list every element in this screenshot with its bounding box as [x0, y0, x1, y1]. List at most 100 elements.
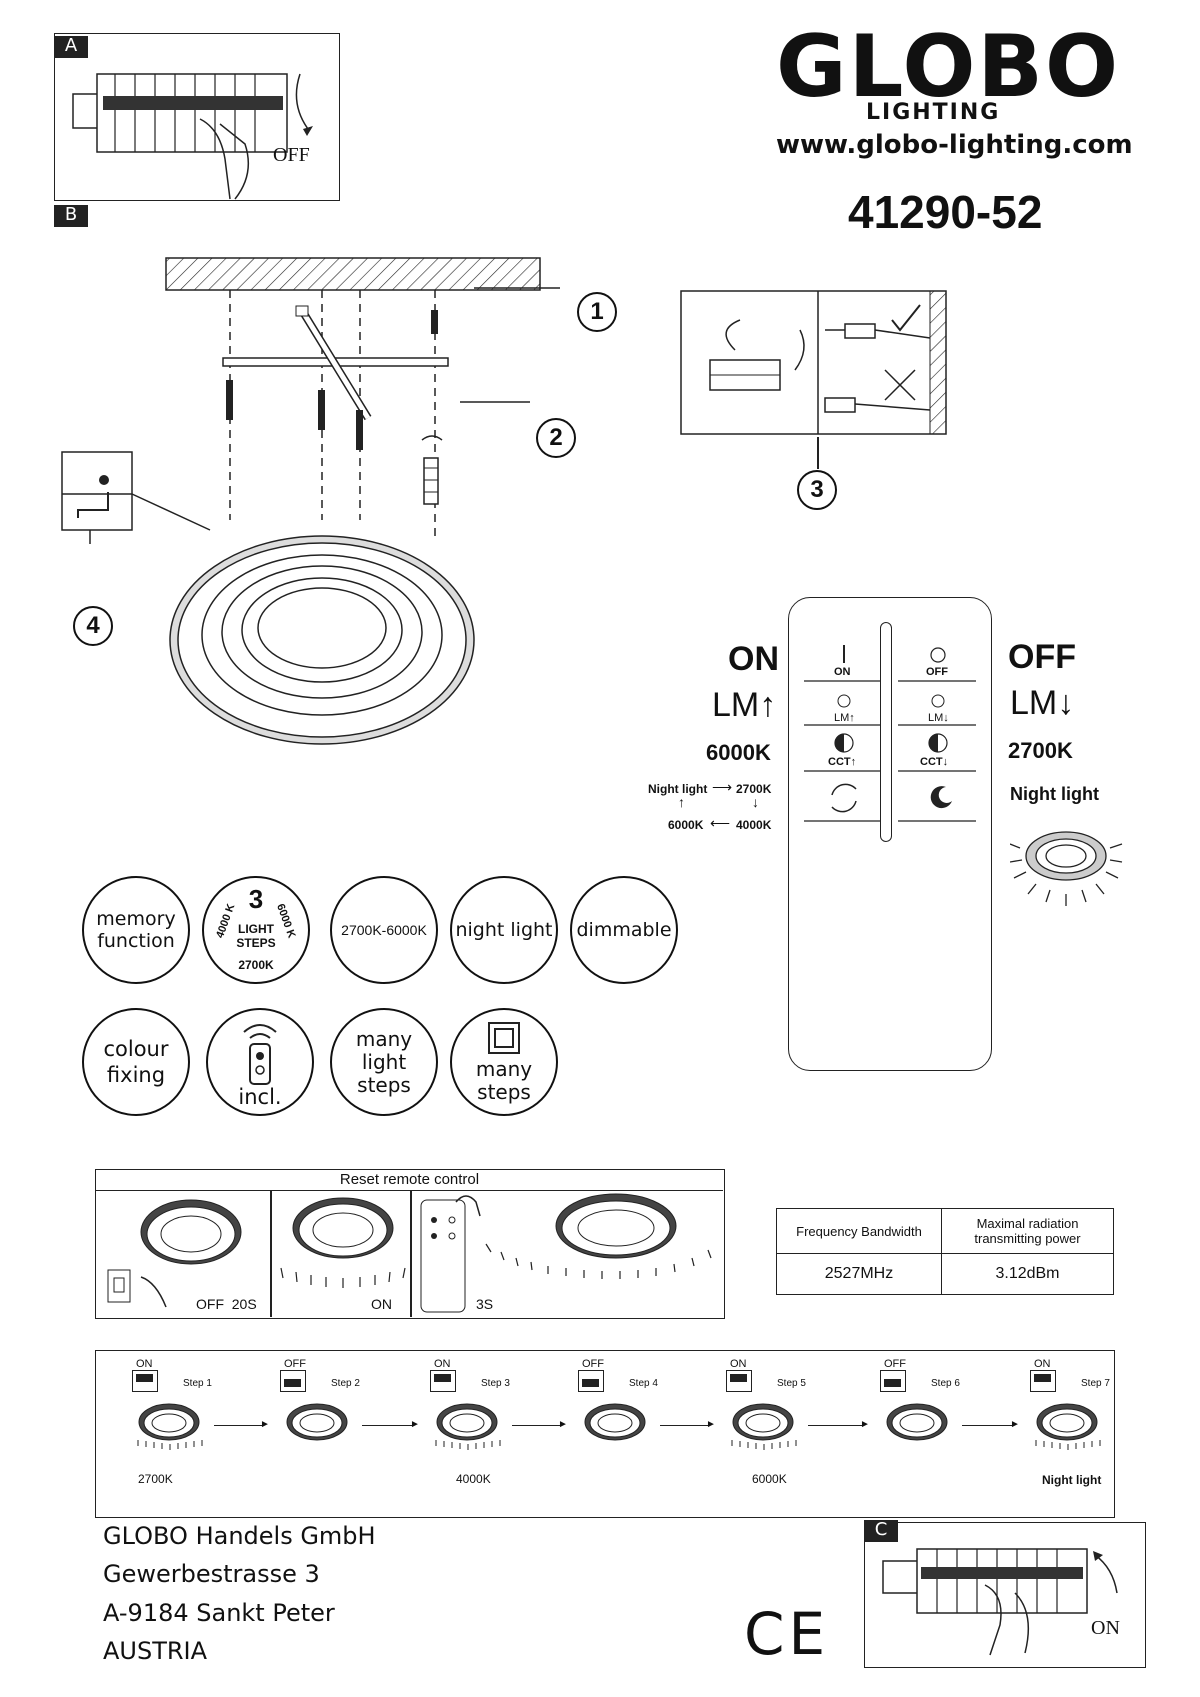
cycle-arrow-2: ↓ [752, 794, 759, 810]
seq-k-step5: 6000K [752, 1472, 787, 1486]
remote-on-label: ON [728, 640, 779, 678]
seq-arrow [214, 1425, 264, 1426]
breaker-on-illustration [882, 1548, 1118, 1656]
remote-lm-up-label: LM↑ [712, 686, 777, 724]
lamp-icon [886, 1403, 948, 1441]
feature-many-steps: many steps [450, 1008, 558, 1116]
feature-colour-fixing: colour fixing [82, 1008, 190, 1116]
installation-diagram [61, 257, 560, 745]
seq-step-label: Step 3 [481, 1378, 510, 1389]
cycle-2700k: 2700K [736, 782, 772, 796]
panel-c: ON [864, 1522, 1146, 1668]
night-light-lamp-icon [1010, 831, 1123, 906]
seq-arrow [808, 1425, 864, 1426]
seq-step-label: Step 5 [777, 1378, 806, 1389]
remote-btn-cct-down-label[interactable]: CCT↓ [920, 756, 949, 768]
feature-many-steps-label: many steps [475, 1057, 533, 1104]
remote-off-label: OFF [1008, 638, 1076, 676]
remote-control [788, 597, 992, 1071]
lamp-icon [137, 1403, 203, 1450]
wiring-detail [680, 290, 947, 435]
feature-cct-range: 2700K-6000K [330, 876, 438, 984]
panel-c-on-label: ON [1091, 1617, 1120, 1639]
step-number-2: 2 [536, 418, 576, 458]
seq-k-step1: 2700K [138, 1472, 173, 1486]
remote-btn-on-label[interactable]: ON [834, 666, 851, 678]
lamp-icon [1035, 1403, 1101, 1450]
seq-step-label: Step 7 [1081, 1378, 1110, 1389]
seq-step-label: Step 1 [183, 1378, 212, 1389]
panel-b-tag: B [54, 205, 88, 227]
reset-on: ON [371, 1296, 392, 1312]
switch-icon [726, 1370, 752, 1392]
remote-btn-lm-up-label[interactable]: LM↑ [834, 712, 855, 724]
seq-arrow-head: ► [558, 1419, 568, 1430]
seq-arrow [512, 1425, 562, 1426]
reset-off-20s: OFF 20S [196, 1296, 257, 1312]
remote-2700k-label: 2700K [1008, 738, 1073, 763]
feature-3-steps-number: 3 [248, 884, 264, 914]
lamp-icon [435, 1403, 501, 1450]
reset-3s: 3S [476, 1296, 494, 1312]
remote-lm-down-label: LM↓ [1010, 684, 1075, 722]
remote-wireless-icon [243, 1024, 277, 1085]
seq-step-label: Step 6 [931, 1378, 960, 1389]
remote-btn-cct-up-label[interactable]: CCT↑ [828, 756, 857, 768]
remote-slider-bar [880, 622, 892, 842]
feature-3-light-steps: 4000 K 6000 K 3 LIGHT STEPS 2700K [202, 876, 310, 984]
feature-remote-incl: incl. [206, 1008, 314, 1116]
ce-mark: CE [744, 1600, 830, 1668]
cycle-arrow-3: ↑ [678, 794, 685, 810]
freq-value-power: 3.12dBm [941, 1253, 1114, 1295]
feature-dimmable: dimmable [570, 876, 678, 984]
cycle-6000k: 6000K [668, 818, 704, 832]
brand-sub: LIGHTING [866, 100, 1001, 125]
frequency-table: Frequency Bandwidth Maximal radiation tr… [776, 1208, 1114, 1295]
seq-step-state: ON [730, 1358, 747, 1370]
remote-night-label: Night light [1010, 784, 1099, 804]
switch-icon [132, 1370, 158, 1392]
cycle-night: Night light [648, 782, 708, 796]
brand-logo: GLOBO [776, 17, 1121, 117]
switch-icon [430, 1370, 456, 1392]
freq-header-power: Maximal radiation transmitting power [941, 1208, 1114, 1254]
seq-step-state: OFF [884, 1358, 906, 1370]
switch-icon [578, 1370, 604, 1392]
feature-incl-label: incl. [238, 1085, 282, 1109]
model-number: 41290-52 [848, 186, 1043, 238]
address-country: AUSTRIA [103, 1637, 208, 1665]
remote-button-grid [804, 645, 976, 822]
seq-arrow-head: ► [260, 1419, 270, 1430]
seq-step-state: OFF [582, 1358, 604, 1370]
seq-step-label: Step 2 [331, 1378, 360, 1389]
breaker-off-illustration [72, 73, 313, 200]
address-street: Gewerbestrasse 3 [103, 1560, 320, 1588]
step-number-4: 4 [73, 606, 113, 646]
seq-k-step7: Night light [1042, 1473, 1102, 1487]
panel-a: OFF [54, 33, 340, 201]
seq-arrow-head: ► [706, 1419, 716, 1430]
switch-icon [1030, 1370, 1056, 1392]
seq-step-state: ON [434, 1358, 451, 1370]
reset-divider-2 [410, 1190, 412, 1317]
address-city: A-9184 Sankt Peter [103, 1599, 335, 1627]
feature-memory-function: memory function [82, 876, 190, 984]
seq-arrow [962, 1425, 1014, 1426]
step-number-3: 3 [797, 470, 837, 510]
feature-3-steps-k2700: 2700K [238, 958, 274, 972]
lamp-icon [731, 1403, 797, 1450]
seq-arrow-head: ► [410, 1419, 420, 1430]
panel-a-tag: A [54, 36, 88, 58]
feature-3-steps-text: LIGHT STEPS [236, 922, 276, 950]
reset-remote-panel: Reset remote control OFF 20S [95, 1169, 725, 1319]
seq-step-label: Step 4 [629, 1378, 658, 1389]
seq-k-step3: 4000K [456, 1472, 491, 1486]
seq-step-state: ON [1034, 1358, 1051, 1370]
step-sequence-panel [95, 1350, 1115, 1518]
wiring-connector-line [817, 437, 819, 469]
cycle-arrow-1: ⟶ [712, 779, 733, 795]
panel-c-tag: C [864, 1520, 898, 1542]
lamp-icon [584, 1403, 646, 1441]
remote-btn-lm-down-label[interactable]: LM↓ [928, 712, 949, 724]
remote-btn-off-label[interactable]: OFF [926, 666, 948, 678]
